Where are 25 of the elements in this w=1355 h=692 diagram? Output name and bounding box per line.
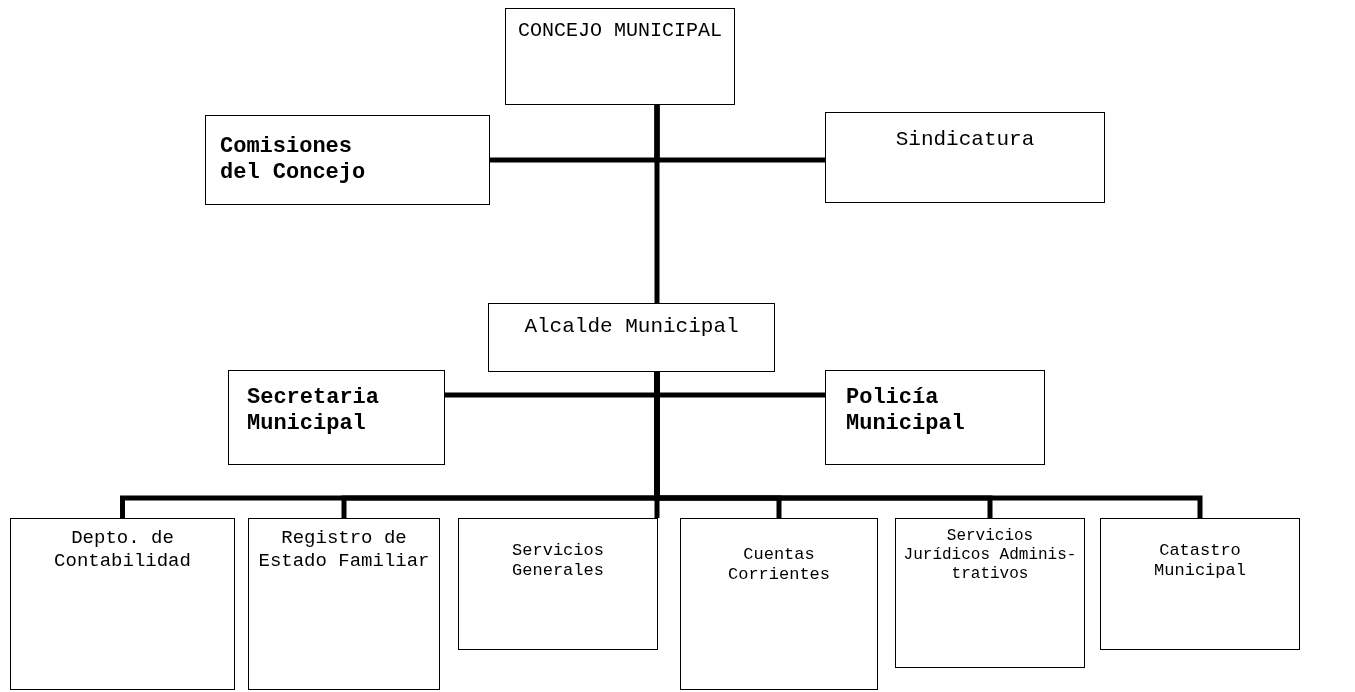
org-box xyxy=(825,112,1105,203)
box-label: Alcalde Municipal xyxy=(524,314,739,340)
org-box xyxy=(10,518,235,690)
box-label: Servicios Generales xyxy=(511,541,605,582)
connector-line xyxy=(654,105,660,303)
org-box xyxy=(205,115,490,205)
box-label: Depto. de Contabilidad xyxy=(53,527,192,573)
org-box xyxy=(895,518,1085,668)
box-label: Servicios Jurídicos Adminis- trativos xyxy=(902,527,1078,585)
box-label: Secretaria Municipal xyxy=(247,385,381,438)
org-box xyxy=(488,303,775,372)
org-box xyxy=(825,370,1045,465)
box-label: Cuentas Corrientes xyxy=(727,545,831,586)
box-label: Sindicatura xyxy=(895,127,1035,153)
box-label: Policía Municipal xyxy=(846,385,966,438)
box-label: Comisiones del Concejo xyxy=(220,134,367,187)
box-label: Registro de Estado Familiar xyxy=(257,527,431,573)
org-box xyxy=(248,518,440,690)
org-box xyxy=(1100,518,1300,650)
org-box xyxy=(458,518,658,650)
org-box xyxy=(680,518,878,690)
org-box xyxy=(505,8,735,105)
box-label: Catastro Municipal xyxy=(1153,541,1247,582)
box-label: CONCEJO MUNICIPAL xyxy=(517,19,722,43)
org-box xyxy=(228,370,445,465)
